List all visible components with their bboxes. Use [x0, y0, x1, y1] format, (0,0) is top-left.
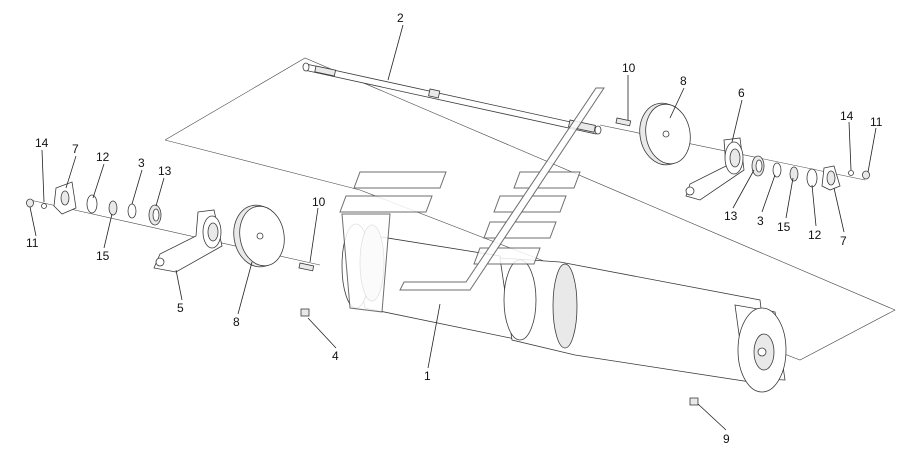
washer-14-left [41, 203, 47, 209]
collar-12-left [86, 194, 98, 214]
callout-11-right: 11 [870, 115, 883, 129]
callout-2: 2 [397, 11, 404, 25]
callout-1: 1 [424, 369, 431, 383]
bracket-6 [685, 137, 745, 201]
bracket-5 [153, 209, 223, 273]
callout-11-left: 11 [26, 236, 39, 250]
ring-15-left [108, 200, 118, 216]
leader-lines [29, 24, 877, 431]
collar-12-right [806, 168, 818, 188]
grease-nipple-9 [689, 397, 699, 406]
nut-11-right [862, 170, 870, 180]
callout-7-right: 7 [840, 234, 847, 248]
bolt-10-right [615, 117, 632, 127]
callout-13-left: 13 [158, 164, 172, 178]
assembly-outline [164, 57, 896, 361]
callout-3-right: 3 [757, 214, 764, 228]
nut-11-left [26, 198, 34, 208]
callout-8-right: 8 [680, 74, 687, 88]
ring-3-left [127, 203, 137, 219]
flange-7-right [821, 165, 841, 191]
grease-nipple-4 [300, 308, 310, 317]
callout-14-left: 14 [35, 136, 49, 150]
bearing-13-left [148, 204, 162, 226]
shaft [302, 62, 602, 135]
watermark-emblem [339, 87, 605, 313]
flange-7-left [53, 181, 77, 215]
callout-6: 6 [738, 86, 745, 100]
callout-15-left: 15 [96, 249, 110, 263]
callout-10-right: 10 [622, 61, 636, 75]
callout-9: 9 [723, 432, 730, 446]
callout-12-left: 12 [96, 150, 110, 164]
disc-8-right [639, 102, 691, 166]
callout-labels: 2 10 8 6 14 11 13 3 15 12 7 14 7 12 3 13… [26, 11, 883, 446]
roller-drum [341, 223, 787, 393]
callout-15-right: 15 [777, 220, 791, 234]
washer-14-right [848, 170, 854, 176]
bearing-13-right [751, 155, 765, 177]
callout-4: 4 [332, 349, 339, 363]
callout-12-right: 12 [808, 228, 822, 242]
callout-3-left: 3 [138, 156, 145, 170]
callout-8-left: 8 [233, 315, 240, 329]
callout-5: 5 [177, 301, 184, 315]
callout-10-left: 10 [312, 195, 326, 209]
callout-13-right: 13 [724, 209, 738, 223]
callout-14-right: 14 [840, 109, 854, 123]
disc-8-left [233, 204, 285, 268]
bolt-10-left [298, 262, 315, 272]
callout-7-left: 7 [72, 142, 79, 156]
ring-15-right [789, 166, 799, 182]
ring-3-right [772, 162, 782, 178]
